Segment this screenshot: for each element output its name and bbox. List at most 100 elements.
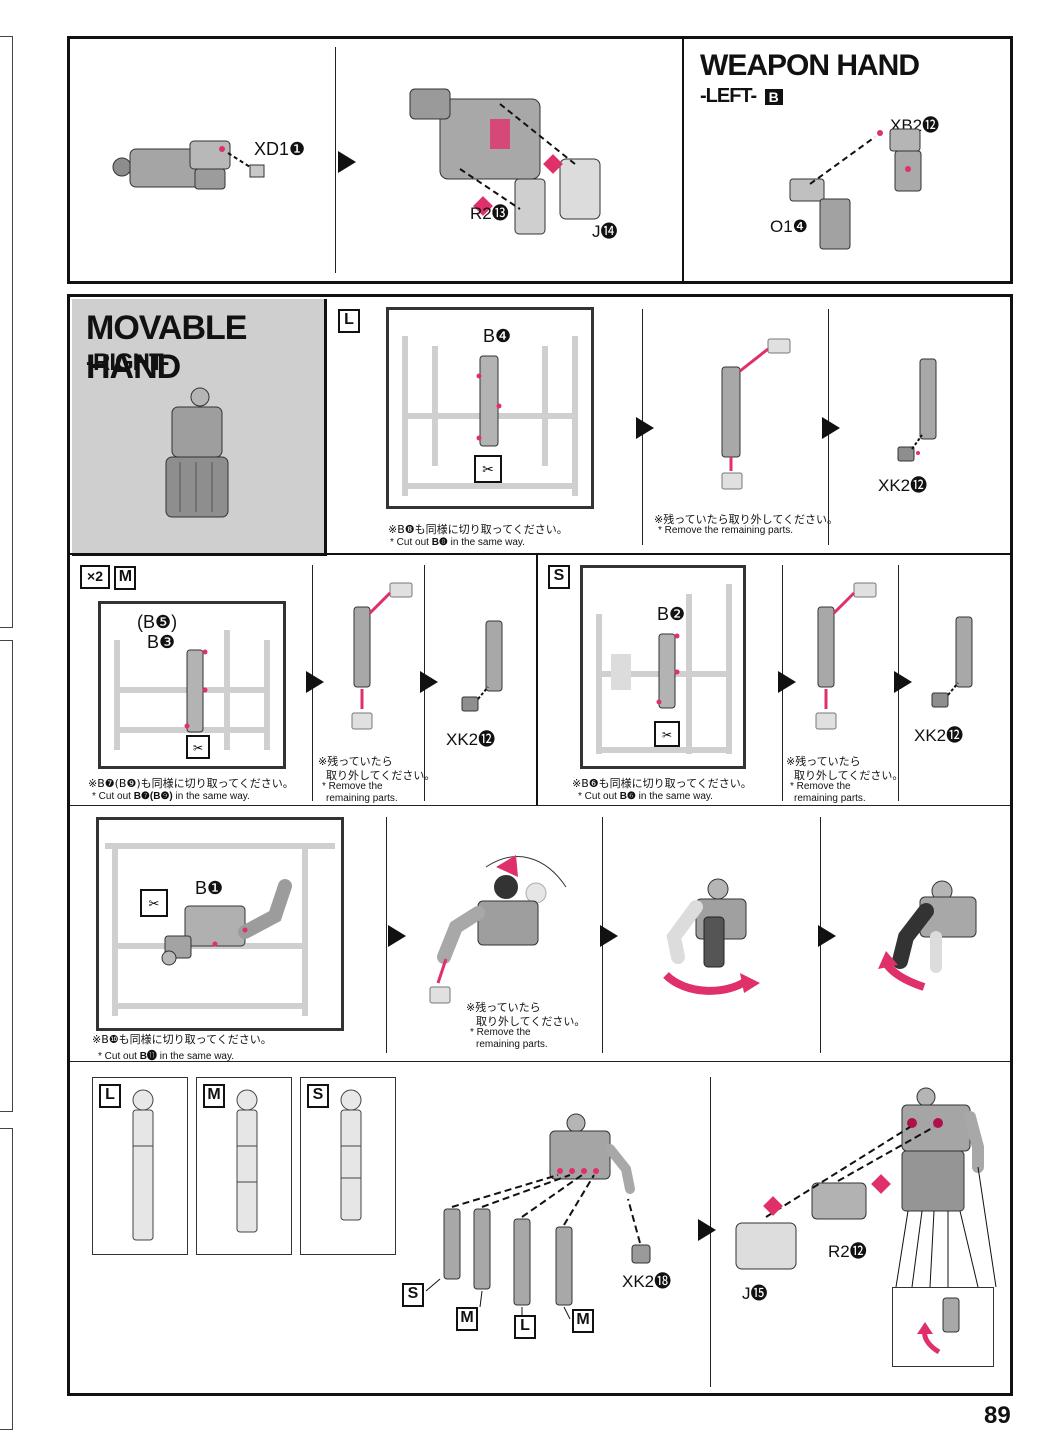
note-prefix: * Cut out xyxy=(390,537,429,548)
remove-note-en: * Remove the xyxy=(790,781,851,792)
main-frame: MOVABLE HAND -RIGHT- L ✂ B❹ ※B❽も xyxy=(67,294,1013,1396)
step-arrow xyxy=(420,671,438,693)
cutout-note-en: * Cut out B❼(B❾) in the same way. xyxy=(92,791,250,802)
svg-text:✂: ✂ xyxy=(662,728,672,742)
step-arrow xyxy=(822,417,840,439)
runner-frame-graphic: ✂ xyxy=(105,843,335,1016)
final-assembly-illustration xyxy=(735,1087,997,1288)
cutout-note-en: * Cut out B❻ in the same way. xyxy=(578,791,713,802)
weapon-hand-subtitle-row: -LEFT- B xyxy=(700,85,783,108)
margin-tab xyxy=(0,1128,13,1430)
part-label-j: J⓯ xyxy=(742,1284,768,1303)
note-part: B❻ xyxy=(619,791,636,802)
runner-frame-graphic: ✂ xyxy=(114,630,270,759)
finger-size-box-l: L xyxy=(92,1077,188,1255)
remove-note-en: remaining parts. xyxy=(794,793,866,804)
cutout-note-en: * Cut out B❽ in the same way. xyxy=(390,537,525,548)
runner-l: ✂ B❹ xyxy=(386,307,594,509)
remove-note-en: * Remove the xyxy=(322,781,383,792)
weapon-hand-subtitle: -LEFT- xyxy=(700,85,757,107)
note-suffix: in the same way. xyxy=(159,1051,235,1062)
runner-label-b2: B❷ xyxy=(657,604,686,624)
size-label: S xyxy=(307,1084,329,1108)
runner-label-b5: (B❺) xyxy=(137,612,178,632)
runner-m: ✂ (B❺) B❸ xyxy=(98,601,286,769)
part-label-xk2: XK2⓬ xyxy=(878,476,928,495)
movable-hand-subtitle: -RIGHT- xyxy=(86,349,169,376)
note-part: B❽ xyxy=(431,537,448,548)
fingers-attach-illustration xyxy=(425,1113,651,1321)
finger-assembly-illustration xyxy=(461,620,503,712)
size-label: S xyxy=(548,565,570,589)
finger-l-illustration xyxy=(132,1089,154,1241)
remove-note-en: * Remove the xyxy=(470,1027,531,1038)
row-divider xyxy=(70,553,1010,555)
note-prefix: * Cut out xyxy=(92,791,131,802)
note-part: B⓫ xyxy=(139,1051,157,1062)
thumb-rotate-illustration xyxy=(663,878,760,995)
step-arrow xyxy=(818,925,836,947)
size-label: M xyxy=(203,1084,225,1108)
margin-tab xyxy=(0,36,13,628)
part-label-j: J⓮ xyxy=(592,222,618,241)
step-arrow xyxy=(636,417,654,439)
note-suffix: in the same way. xyxy=(450,537,525,548)
row-divider xyxy=(70,805,1010,806)
runner-label-b1: B❶ xyxy=(195,878,224,898)
remove-note-en: remaining parts. xyxy=(326,793,398,804)
part-label-xk2: XK2⓲ xyxy=(622,1272,672,1291)
size-label: L xyxy=(99,1084,121,1108)
size-badge-l: L xyxy=(338,309,360,333)
remove-note-jp: 取り外してください。 xyxy=(476,1015,586,1028)
remove-note-en: * Remove the remaining parts. xyxy=(658,525,794,536)
runner-label-b4: B❹ xyxy=(483,326,512,346)
weapon-hand-title: WEAPON HAND xyxy=(700,49,920,82)
margin-tab xyxy=(0,640,13,1112)
row-divider xyxy=(70,1061,1010,1062)
part-label-r2: R2⓭ xyxy=(470,204,509,223)
runner-frame-graphic: ✂ xyxy=(596,584,732,754)
finger-m-illustration xyxy=(236,1089,258,1233)
cutout-note-jp: ※B❽も同様に切り取ってください。 xyxy=(388,523,568,536)
movable-hand-illustration xyxy=(165,387,229,518)
finger-size-box-m: M xyxy=(196,1077,292,1255)
part-label-o1: O1❹ xyxy=(770,217,808,236)
runner-palm: ✂ B❶ xyxy=(96,817,344,1031)
step-arrow xyxy=(894,671,912,693)
weapon-divider xyxy=(682,39,684,281)
cutout-note-en: * Cut out B⓫ in the same way. xyxy=(98,1047,234,1062)
svg-text:✂: ✂ xyxy=(193,741,203,755)
palm-removal-illustration xyxy=(429,855,567,1004)
thumb-detail-illustration xyxy=(917,1297,960,1355)
weapon-hand-illustration xyxy=(789,128,922,250)
note-suffix: in the same way. xyxy=(638,791,713,802)
runner-frame-graphic: ✂ xyxy=(402,336,578,496)
section-divider xyxy=(536,555,538,805)
remove-note-jp: ※残っていたら xyxy=(318,755,393,768)
finger-size-box-s: S xyxy=(300,1077,396,1255)
remove-note-jp: ※残っていたら取り外してください。 xyxy=(654,513,839,526)
hand-assembly-illustration xyxy=(409,88,601,235)
note-suffix: in the same way. xyxy=(175,791,250,802)
step-arrow xyxy=(306,671,324,693)
note-prefix: * Cut out xyxy=(578,791,617,802)
remove-note-en: remaining parts. xyxy=(476,1039,548,1050)
runner-label-b3: B❸ xyxy=(147,632,176,652)
cutout-note-jp: ※B❼(B❾)も同様に切り取ってください。 xyxy=(88,777,294,790)
movable-hand-panel: MOVABLE HAND -RIGHT- xyxy=(72,299,327,556)
multiplier-badge: ×2 M xyxy=(80,565,137,590)
hand-part-xd1-illustration xyxy=(112,140,265,190)
size-label: L xyxy=(338,309,360,333)
finger-assembly-illustration xyxy=(897,358,937,462)
size-label: M xyxy=(114,566,137,590)
svg-text:✂: ✂ xyxy=(149,897,160,912)
thumb-detail-box xyxy=(892,1287,994,1367)
multiplier-label: ×2 xyxy=(80,565,110,589)
finger-s-illustration xyxy=(340,1089,362,1221)
runner-s: ✂ B❷ xyxy=(580,565,746,769)
cutout-note-jp: ※B❻も同様に切り取ってください。 xyxy=(572,777,752,790)
finger-label-l: L xyxy=(514,1315,536,1339)
runner-letter-badge: B xyxy=(764,89,783,105)
size-badge-s: S xyxy=(548,565,570,589)
finger-label-s: S xyxy=(402,1283,424,1307)
